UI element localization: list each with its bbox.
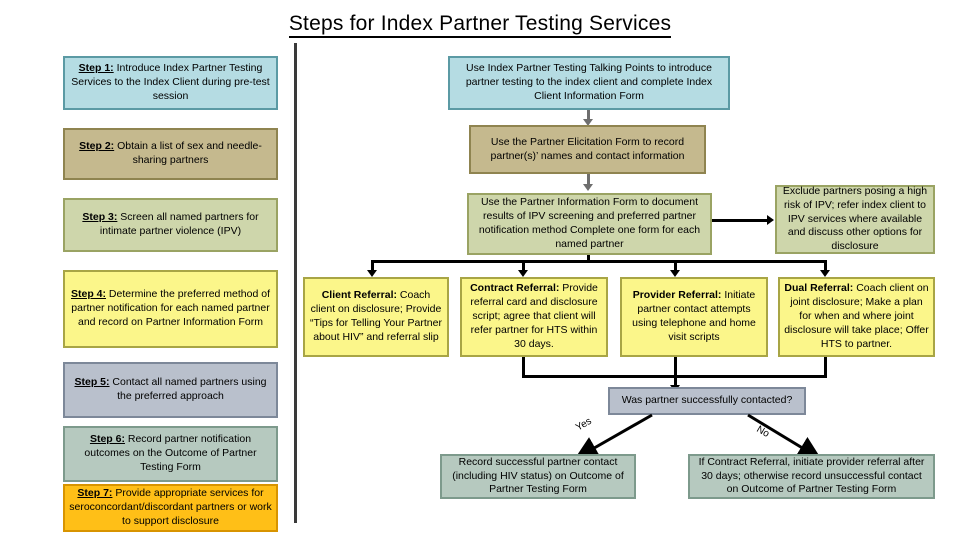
arrow-elicitation-to-info-icon [583,184,593,191]
step-7-body: Provide appropriate services for serocon… [69,487,272,527]
step-6-box[interactable]: Step 6: Record partner notification outc… [63,426,278,482]
step-5-label: Step 5: [74,376,110,389]
step-5-body: Contact all named partners using the pre… [109,376,267,402]
information-form-text: Use the Partner Information Form to docu… [478,196,701,250]
connector-bus-to-decision [674,375,677,387]
yes-outcome-text: Record successful partner contact (inclu… [452,455,624,496]
dual-referral-body: Coach client on joint disclosure; Make a… [784,282,929,350]
arrow-dual-referral-icon [820,270,830,277]
provider-referral-title: Provider Referral: [632,289,722,302]
column-divider [294,43,297,523]
connector-bus-to-dual-referral [824,260,827,272]
dual-referral-box[interactable]: Dual Referral: Coach client on joint dis… [778,277,935,357]
step-3-box[interactable]: Step 3: Screen all named partners for in… [63,198,278,252]
arrow-contract-referral-icon [518,270,528,277]
client-referral-title: Client Referral: [321,289,397,302]
connector-bus-to-client-referral [371,260,374,272]
connector-info-to-exclude [712,219,768,222]
no-branch-label: No [754,424,772,440]
step-1-box[interactable]: Step 1: Introduce Index Partner Testing … [63,56,278,110]
arrow-provider-referral-icon [670,270,680,277]
decision-box[interactable]: Was partner successfully contacted? [608,387,806,415]
client-referral-body: Coach client on disclosure; Provide “Tip… [310,289,442,343]
contract-referral-body: Provide referral card and disclosure scr… [470,282,598,350]
contract-referral-title: Contract Referral: [470,282,560,295]
provider-referral-text: Provider Referral: Initiate partner cont… [626,289,762,344]
step-1-label: Step 1: [78,62,114,75]
yes-outcome-box[interactable]: Record successful partner contact (inclu… [440,454,636,499]
step-2-box[interactable]: Step 2: Obtain a list of sex and needle-… [63,128,278,180]
information-form-box[interactable]: Use the Partner Information Form to docu… [467,193,712,255]
step-2-body: Obtain a list of sex and needle-sharing … [114,140,262,166]
provider-referral-body: Initiate partner contact attempts using … [632,289,756,343]
step-7-label: Step 7: [77,487,113,500]
step-4-box[interactable]: Step 4: Determine the preferred method o… [63,270,278,348]
provider-referral-box[interactable]: Provider Referral: Initiate partner cont… [620,277,768,357]
dual-referral-text: Dual Referral: Coach client on joint dis… [784,282,929,351]
step-3-label: Step 3: [82,211,118,224]
step-1-text: Step 1: Introduce Index Partner Testing … [69,62,272,104]
page-title-text: Steps for Index Partner Testing Services [288,12,672,38]
arrow-info-to-exclude-icon [767,215,774,225]
connector-elicitation-to-info [587,174,590,185]
no-outcome-box[interactable]: If Contract Referral, initiate provider … [688,454,935,499]
connector-bus-to-provider-referral [674,260,677,272]
connector-referral-bus [371,260,827,263]
connector-provider-down [674,357,677,377]
arrow-client-referral-icon [367,270,377,277]
contract-referral-box[interactable]: Contract Referral: Provide referral card… [460,277,608,357]
step-7-box[interactable]: Step 7: Provide appropriate services for… [63,484,278,532]
talking-points-box[interactable]: Use Index Partner Testing Talking Points… [448,56,730,110]
elicitation-box[interactable]: Use the Partner Elicitation Form to reco… [469,125,706,174]
page-title: Steps for Index Partner Testing Services [0,12,960,38]
step-4-body: Determine the preferred method of partne… [71,288,271,328]
exclude-partners-box[interactable]: Exclude partners posing a high risk of I… [775,185,935,254]
step-4-label: Step 4: [70,288,106,301]
talking-points-text: Use Index Partner Testing Talking Points… [465,62,713,102]
step-5-box[interactable]: Step 5: Contact all named partners using… [63,362,278,418]
step-3-text: Step 3: Screen all named partners for in… [69,211,272,239]
step-6-label: Step 6: [89,433,125,446]
connector-talking-to-elicitation [587,110,590,120]
step-6-text: Step 6: Record partner notification outc… [69,433,272,475]
exclude-partners-text: Exclude partners posing a high risk of I… [782,184,928,253]
step-1-body: Introduce Index Partner Testing Services… [71,62,270,102]
step-2-label: Step 2: [79,140,115,153]
arrow-talking-to-elicitation-icon [583,119,593,126]
dual-referral-title: Dual Referral: [784,282,854,295]
elicitation-text: Use the Partner Elicitation Form to reco… [490,135,685,162]
connector-dual-down [824,357,827,377]
step-2-text: Step 2: Obtain a list of sex and needle-… [69,140,272,168]
step-5-text: Step 5: Contact all named partners using… [69,376,272,404]
contract-referral-text: Contract Referral: Provide referral card… [466,282,602,351]
connector-info-down-stem [587,255,590,262]
yes-branch-label: Yes [574,415,594,434]
step-3-body: Screen all named partners for intimate p… [99,211,259,237]
connector-bus-to-contract-referral [522,260,525,272]
client-referral-text: Client Referral: Coach client on disclos… [309,289,443,344]
connector-contract-down [522,357,525,377]
client-referral-box[interactable]: Client Referral: Coach client on disclos… [303,277,449,357]
step-7-text: Step 7: Provide appropriate services for… [69,487,272,529]
step-6-body: Record partner notification outcomes on … [84,433,257,473]
no-outcome-text: If Contract Referral, initiate provider … [698,455,925,496]
decision-question-text: Was partner successfully contacted? [621,394,793,407]
step-4-text: Step 4: Determine the preferred method o… [69,288,272,330]
